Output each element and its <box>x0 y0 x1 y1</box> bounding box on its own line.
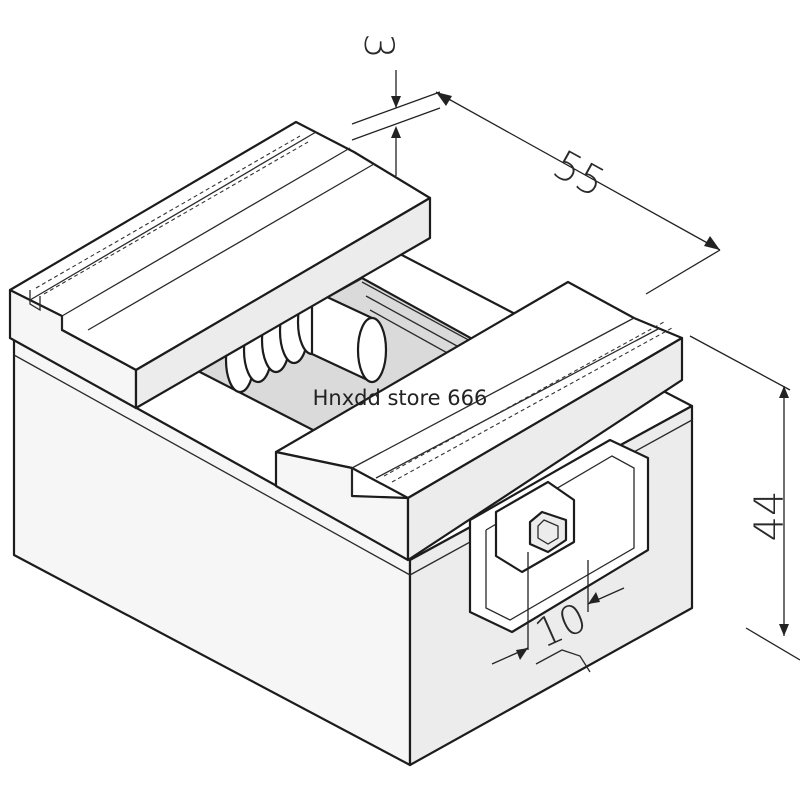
dim-label-height: 44 <box>747 491 793 542</box>
dim-label-jaw-gap: 3 <box>355 33 401 58</box>
dim-label-width: 55 <box>546 142 613 207</box>
moving-jaw <box>274 280 684 562</box>
store-watermark: Hnxdd store 666 <box>312 386 488 410</box>
dimension-width: 55 <box>435 91 721 295</box>
hex-socket <box>528 510 568 554</box>
fixed-jaw <box>8 120 432 410</box>
dimension-jaw-gap: 3 <box>351 33 441 176</box>
dimension-height: 44 <box>689 335 800 661</box>
hex-nut-pocket <box>468 438 650 634</box>
